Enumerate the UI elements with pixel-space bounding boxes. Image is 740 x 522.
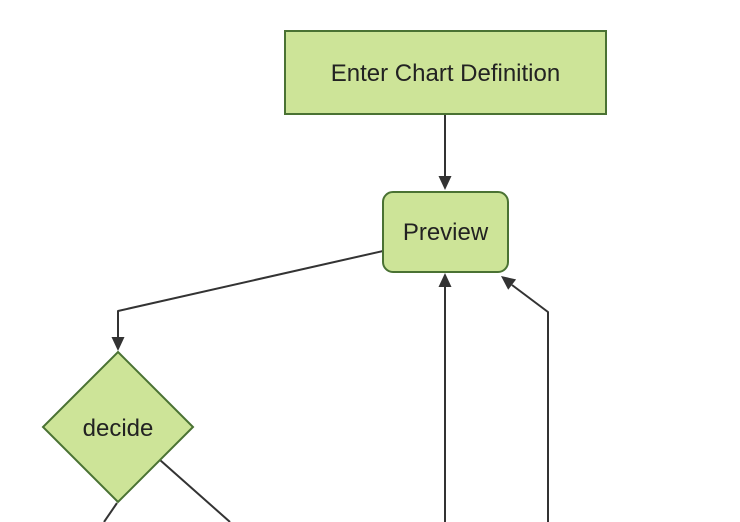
arrowhead-into-preview-bottom: [438, 273, 452, 287]
node-preview: Preview: [382, 191, 509, 273]
node-decide-label: decide: [83, 415, 154, 442]
node-preview-shape: [382, 191, 509, 273]
node-decide: decide: [41, 350, 195, 504]
node-decide-shape: [41, 350, 195, 504]
node-preview-label: Preview: [403, 219, 489, 246]
edge-offscreen-to-preview-corner: [511, 284, 549, 522]
edge-preview-to-decide: [117, 250, 384, 338]
arrowhead-into-decide-top: [111, 337, 125, 351]
edge-decide-out-bottom: [103, 502, 118, 522]
node-enter-chart-definition: Enter Chart Definition: [284, 30, 607, 115]
arrowhead-into-preview-corner: [501, 276, 517, 290]
edge-decide-out-right: [159, 459, 231, 522]
node-enter-chart-definition-label: Enter Chart Definition: [331, 60, 560, 87]
node-enter-chart-definition-shape: [284, 30, 607, 115]
edge-layer: [103, 114, 549, 522]
arrowhead-into-preview-top: [438, 176, 452, 190]
